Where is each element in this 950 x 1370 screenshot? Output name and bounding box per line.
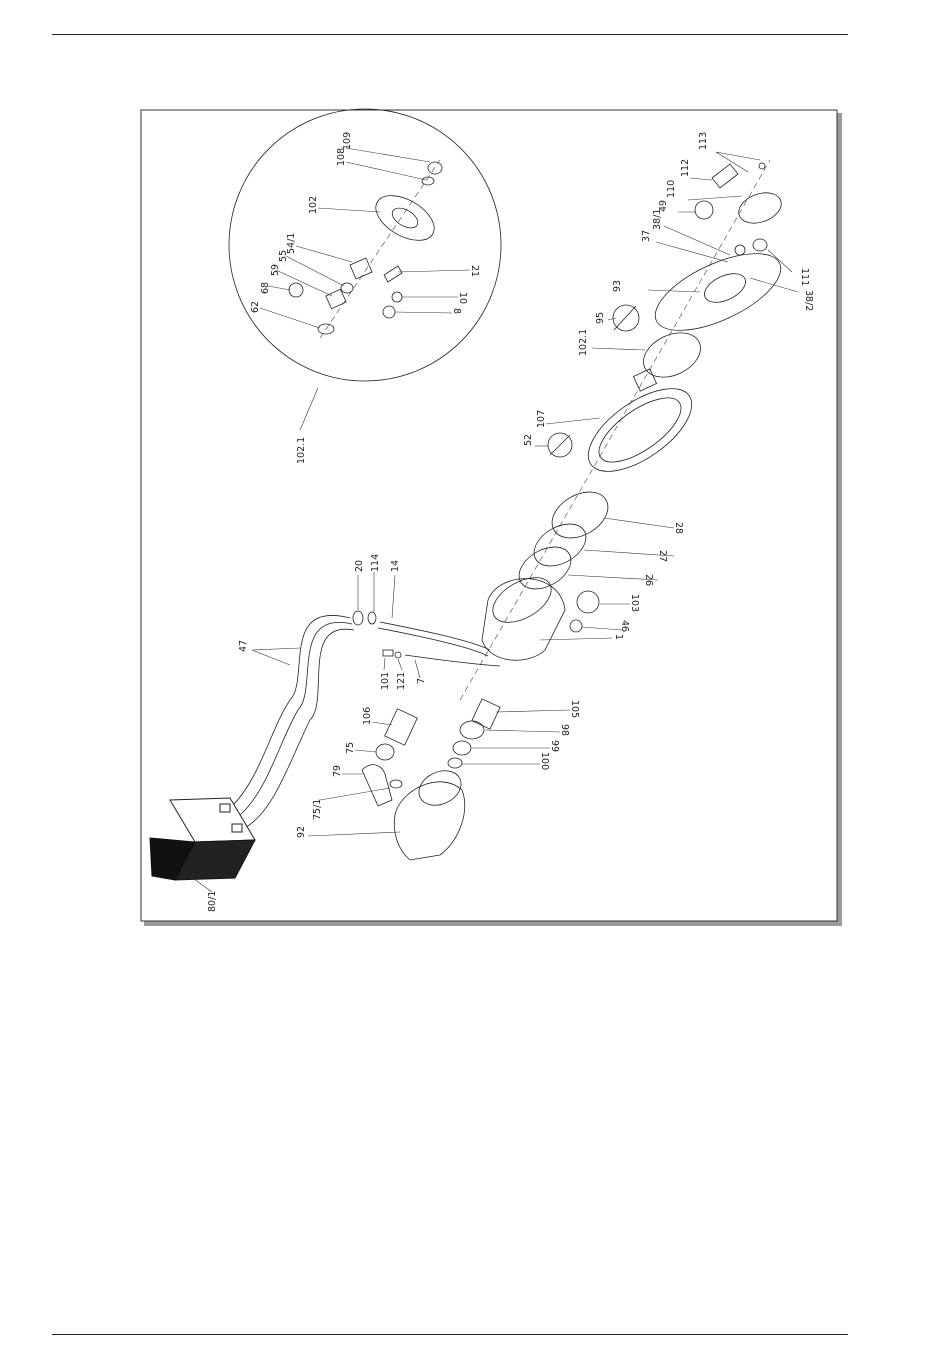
label-121: 121 xyxy=(396,672,407,690)
label-108: 108 xyxy=(336,148,347,166)
label-101: 101 xyxy=(380,672,391,690)
label-79: 79 xyxy=(332,765,343,777)
label-26: 26 xyxy=(643,574,654,586)
label-105: 105 xyxy=(569,700,580,718)
label-80-1: 80/1 xyxy=(207,891,218,912)
label-111: 111 xyxy=(799,268,810,286)
label-106: 106 xyxy=(362,707,373,725)
label-107: 107 xyxy=(536,410,547,428)
label-93: 93 xyxy=(612,280,623,292)
label-99: 99 xyxy=(549,740,560,752)
label-102-1-top: 102.1 xyxy=(578,329,589,356)
label-102: 102 xyxy=(308,196,319,214)
label-21: 21 xyxy=(469,265,480,277)
diagram-frame xyxy=(141,110,837,921)
label-95: 95 xyxy=(595,312,606,324)
label-8: 8 xyxy=(451,308,462,314)
label-7: 7 xyxy=(416,678,427,684)
label-38-1: 38/1 xyxy=(652,209,663,230)
label-114: 114 xyxy=(370,554,381,572)
label-59: 59 xyxy=(270,264,281,276)
label-28: 28 xyxy=(673,522,684,534)
label-103: 103 xyxy=(629,594,640,612)
label-112: 112 xyxy=(680,159,691,177)
label-75-1: 75/1 xyxy=(312,799,323,820)
label-46: 46 xyxy=(619,620,630,632)
label-20: 20 xyxy=(354,560,365,572)
label-68: 68 xyxy=(260,282,271,294)
label-14: 14 xyxy=(390,560,401,572)
label-110: 110 xyxy=(666,180,677,198)
label-1: 1 xyxy=(613,634,624,640)
label-27: 27 xyxy=(657,550,668,562)
label-109: 109 xyxy=(342,132,353,150)
label-113: 113 xyxy=(698,132,709,150)
label-75: 75 xyxy=(345,742,356,754)
label-38-2: 38/2 xyxy=(803,290,814,311)
label-62: 62 xyxy=(250,301,261,313)
label-100: 100 xyxy=(539,752,550,770)
label-92: 92 xyxy=(296,826,307,838)
label-10: 10 xyxy=(457,292,468,304)
label-52: 52 xyxy=(523,434,534,446)
label-55: 55 xyxy=(278,250,289,262)
label-37: 37 xyxy=(641,230,652,242)
label-102-1-detail: 102.1 xyxy=(296,437,307,464)
label-98: 98 xyxy=(559,724,570,736)
label-47: 47 xyxy=(238,640,249,652)
